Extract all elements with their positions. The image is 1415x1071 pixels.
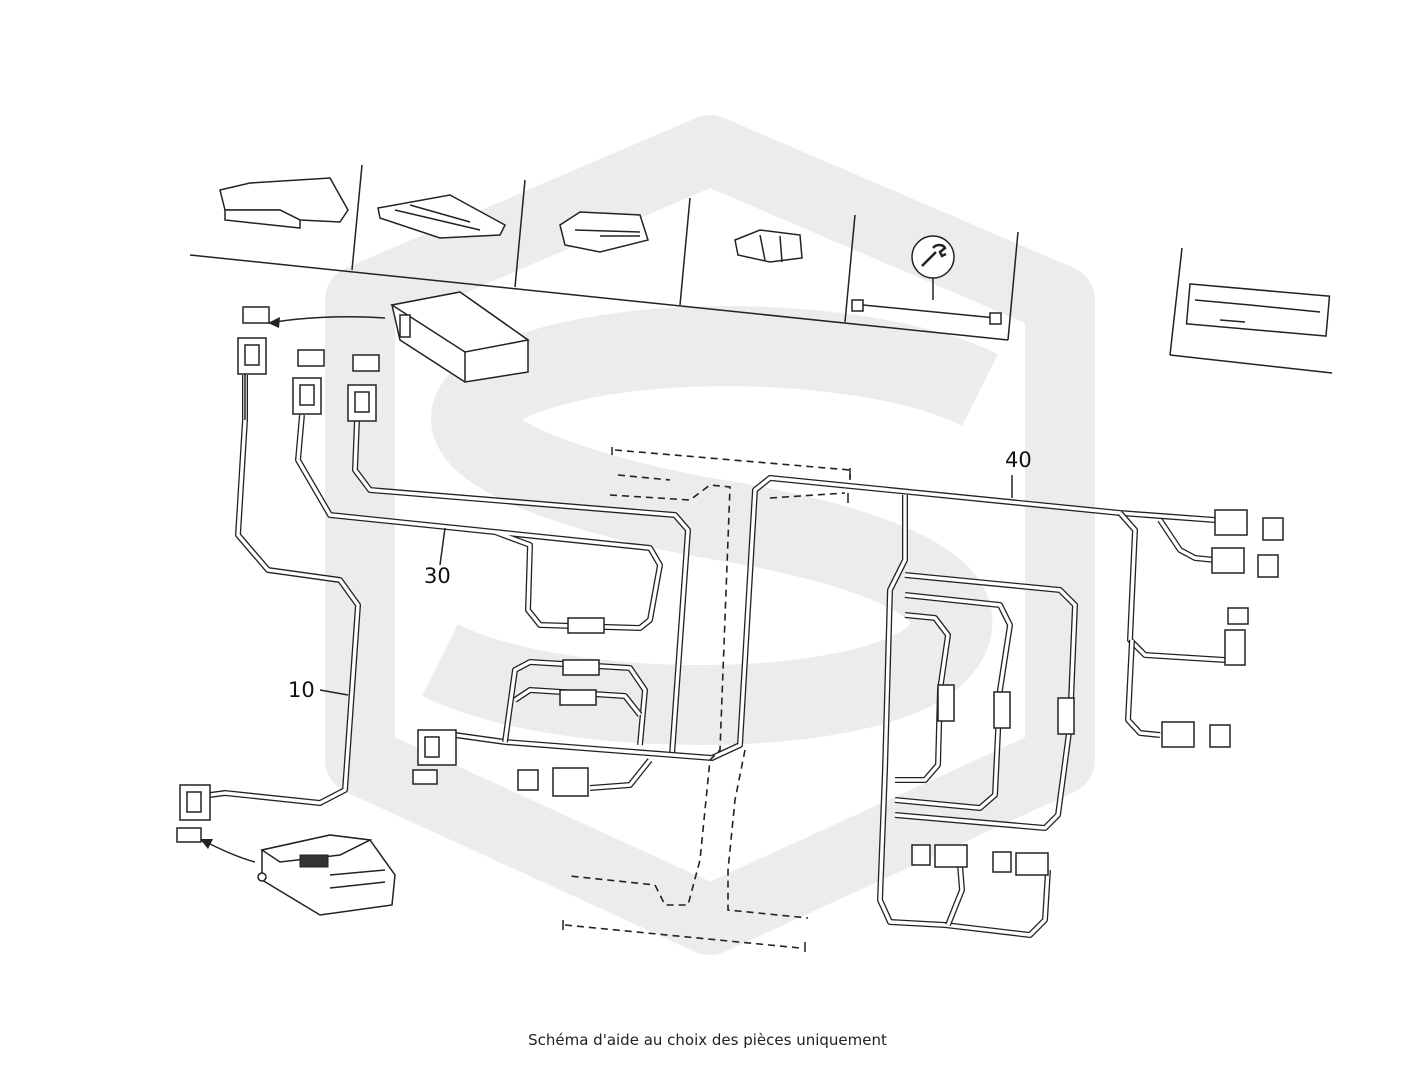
connector (1161, 721, 1195, 748)
connector (299, 384, 315, 406)
leader-lines (319, 475, 1013, 696)
part-connector-housing-3 (559, 211, 649, 253)
part-repair-cable-5 (851, 235, 1002, 325)
connector (244, 344, 260, 366)
connector (1015, 852, 1049, 876)
watermark-logo (325, 115, 1095, 955)
connector (424, 736, 440, 758)
harness-10 (209, 370, 361, 806)
inline-connector (567, 617, 605, 634)
connectors (179, 337, 1248, 876)
footer-note: Schéma d'aide au choix des pièces unique… (528, 1031, 887, 1049)
inline-connector (559, 689, 597, 706)
inline-connector (993, 691, 1011, 729)
part-connector-4 (734, 229, 803, 263)
connector (1211, 547, 1245, 574)
parts-panel (189, 164, 1333, 374)
wrench-icon (921, 243, 947, 267)
connector (186, 791, 202, 813)
connector (552, 767, 589, 797)
connector (1224, 629, 1246, 666)
callout-30: 30 (424, 564, 451, 588)
connector (354, 391, 370, 413)
optional-harness-dashed (562, 447, 851, 952)
inline-connector (937, 684, 955, 722)
arrow-icon (200, 316, 386, 863)
inline-connector (1057, 697, 1075, 735)
inline-connector (562, 659, 600, 676)
callout-40: 40 (1005, 448, 1032, 472)
part-bracket-2 (377, 194, 506, 239)
control-unit-bottom (257, 834, 396, 916)
label-panel (1169, 247, 1333, 374)
part-cover-1 (219, 177, 349, 229)
connector (934, 844, 968, 868)
callout-10: 10 (288, 678, 315, 702)
connector (1214, 509, 1248, 536)
mating-plugs (176, 306, 1284, 873)
control-unit-top (390, 291, 530, 383)
